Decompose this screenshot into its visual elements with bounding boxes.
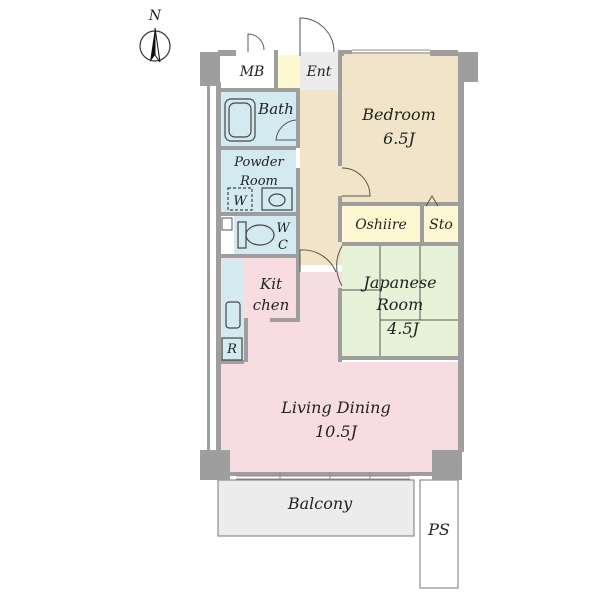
oshiire-closet	[342, 206, 420, 242]
entrance	[300, 52, 342, 90]
doors	[247, 17, 439, 287]
toilet-icon	[237, 221, 275, 249]
refrigerator-label: R	[226, 342, 237, 357]
powder-room	[220, 150, 296, 212]
living-label-1: Living Dining	[280, 398, 390, 417]
wc-label-2: C	[278, 238, 288, 253]
meter-box	[236, 52, 274, 90]
kitchen-counter	[222, 260, 244, 360]
washer-space	[227, 187, 253, 211]
north-arrow-icon	[139, 27, 171, 63]
tatami-lines	[342, 246, 458, 356]
kitchen-sink-icon	[225, 301, 241, 329]
bedroom-label-2: 6.5J	[383, 129, 416, 148]
sto-label: Sto	[429, 217, 453, 233]
powder-label-1: Powder	[233, 155, 284, 170]
bathtub-inner	[228, 102, 252, 138]
balcony	[217, 479, 415, 537]
pipe-space	[419, 479, 459, 589]
ent-label: Ent	[306, 64, 332, 80]
walls	[200, 50, 478, 480]
balcony-label: Balcony	[287, 494, 353, 513]
japanese-label-3: 4.5J	[386, 319, 420, 338]
mb-label: MB	[239, 64, 265, 80]
kitchen-label-1: Kit	[259, 275, 283, 293]
living-label-2: 10.5J	[315, 422, 359, 441]
refrigerator-space	[221, 337, 243, 361]
japanese-room	[342, 246, 458, 356]
kitchen-label-2: chen	[253, 296, 290, 314]
japanese-label-2: Room	[376, 295, 423, 314]
hallway	[300, 90, 342, 265]
shoe-closet	[278, 55, 300, 88]
storage-closet	[424, 206, 458, 242]
washer-label: W	[233, 194, 248, 209]
utility-box	[221, 217, 233, 231]
windows	[236, 49, 430, 480]
ps-label: PS	[427, 520, 450, 539]
bedroom-label-1: Bedroom	[361, 105, 436, 124]
bedroom	[342, 52, 458, 202]
living-dining	[220, 272, 458, 474]
wc-label-1: W	[276, 221, 291, 236]
sink-bowl	[268, 193, 286, 207]
washbasin-icon	[261, 187, 293, 211]
bathtub-icon	[224, 98, 256, 142]
oshiire-label: Oshiire	[355, 217, 407, 233]
japanese-label-1: Japanese	[360, 273, 436, 292]
compass-label: N	[148, 8, 162, 24]
bath-label: Bath	[257, 100, 294, 118]
powder-label-2: Room	[239, 174, 278, 189]
